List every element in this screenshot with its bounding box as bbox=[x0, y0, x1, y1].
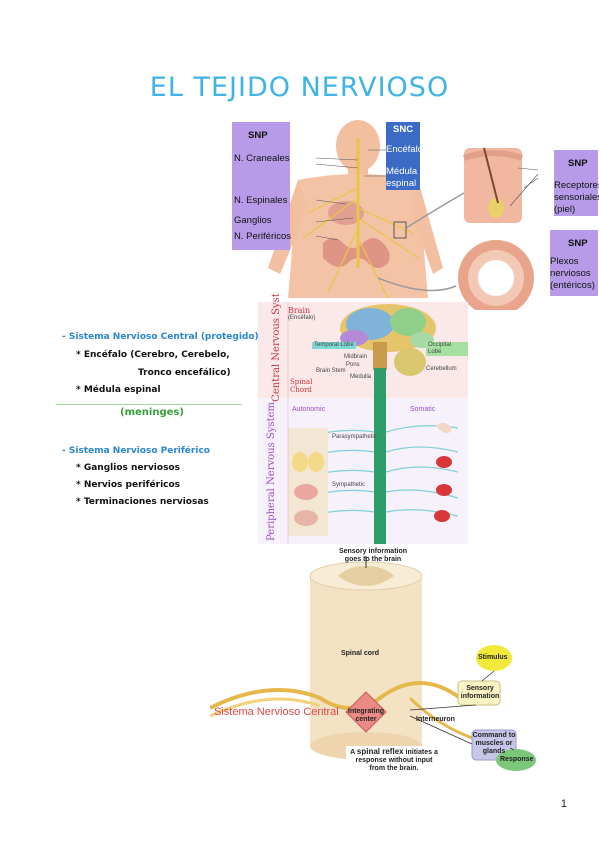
central-heading: - Sistema Nervioso Central (protegido) bbox=[62, 332, 259, 342]
autonomic-label: Autonomic bbox=[292, 406, 326, 413]
snc-item-encefalo: Encéfalo bbox=[386, 144, 423, 155]
response-label: Response bbox=[500, 756, 534, 763]
peripheral-item-nervios: * Nervios periféricos bbox=[76, 480, 181, 490]
nervous-system-diagram: Central Nervous Syst Peripheral Nervous … bbox=[258, 293, 468, 544]
brain-stem-label: Brain Stem bbox=[316, 368, 346, 374]
peripheral-item-terminaciones: * Terminaciones nerviosas bbox=[76, 497, 209, 507]
snp-box bbox=[232, 122, 290, 250]
divider bbox=[56, 404, 242, 405]
peripheral-heading: - Sistema Nervioso Periférico bbox=[62, 446, 210, 456]
sympathetic-label: Sympathetic bbox=[332, 482, 366, 488]
snp-item-ganglios: Ganglios bbox=[234, 215, 272, 226]
pns-vertical-label: Peripheral Nervous System bbox=[265, 402, 277, 541]
snc-box bbox=[386, 122, 420, 190]
cerebellum-label: Cerebellum bbox=[426, 366, 457, 372]
caption-pre: A bbox=[350, 749, 355, 756]
snp-heading: SNP bbox=[248, 130, 268, 141]
snp-box-receptores bbox=[554, 150, 598, 216]
integrating-center-label: Integrating center bbox=[347, 708, 385, 723]
somatic-label: Somatic bbox=[410, 406, 436, 413]
snc-overlay-label: Sistema Nervioso Central bbox=[214, 706, 339, 718]
spinal-chord-label: Spinal Chord bbox=[290, 378, 313, 394]
meninges-label: (meninges) bbox=[120, 407, 184, 418]
reflex-caption: A spinal reflex initiates a response wit… bbox=[348, 748, 440, 773]
caption-bold: spinal reflex bbox=[356, 747, 404, 756]
snp-plexos-label: Plexos nerviosos (entéricos) bbox=[550, 256, 595, 291]
peripheral-item-ganglios: * Ganglios nerviosos bbox=[76, 463, 180, 473]
brain-label: Brain bbox=[288, 306, 311, 315]
snp-plexos-heading: SNP bbox=[568, 238, 588, 249]
sensory-info-label: Sensory information bbox=[460, 685, 500, 700]
brain-sub-label: (Encéfalo) bbox=[288, 315, 316, 321]
page-number: 1 bbox=[560, 798, 567, 810]
occipital-lobe-label: Occipital Lobe bbox=[426, 342, 468, 356]
spinal-cord-label: Spinal cord bbox=[340, 650, 380, 657]
snp-receptores-heading: SNP bbox=[568, 158, 588, 169]
snc-item-medula: Médula espinal bbox=[386, 166, 418, 189]
body-diagram: SNP N. Craneales N. Espinales Ganglios N… bbox=[228, 118, 599, 310]
snp-item-craneales: N. Craneales bbox=[234, 153, 290, 164]
sensory-top-label: Sensory information goes to the brain bbox=[338, 548, 408, 563]
cns-pns-illustration bbox=[258, 302, 468, 544]
spinal-reflex-illustration bbox=[210, 556, 536, 778]
temporal-lobe-label: Temporal Lobe bbox=[312, 342, 356, 349]
central-item-tronco: Tronco encefálico) bbox=[138, 368, 231, 378]
central-item-medula: * Médula espinal bbox=[76, 385, 161, 395]
caption-post: initiates a response without input from … bbox=[355, 749, 438, 772]
midbrain-label: Midbrain bbox=[344, 354, 368, 360]
interneuron-label: Interneuron bbox=[416, 716, 455, 723]
pons-label: Pons bbox=[346, 362, 360, 368]
snc-heading: SNC bbox=[393, 124, 414, 135]
parasympathetic-label: Parasympathetic bbox=[332, 434, 377, 440]
snp-item-perifericos: N. Periféricos bbox=[234, 231, 292, 242]
medulla-label: Medulla bbox=[350, 374, 372, 380]
snp-receptores-label: Receptores sensoriales (piel) bbox=[554, 180, 599, 215]
cns-vertical-label: Central Nervous Syst bbox=[270, 293, 282, 402]
page-title: EL TEJIDO NERVIOSO bbox=[149, 72, 450, 103]
snp-box-plexos bbox=[550, 230, 598, 296]
central-item-encefalo: * Encéfalo (Cerebro, Cerebelo, bbox=[76, 350, 230, 360]
stimulus-label: Stimulus bbox=[478, 654, 508, 661]
command-label: Command to muscles or glands bbox=[472, 732, 516, 755]
snp-item-espinales: N. Espinales bbox=[234, 195, 288, 206]
reflex-diagram: Sensory information goes to the brain Sp… bbox=[210, 548, 546, 778]
